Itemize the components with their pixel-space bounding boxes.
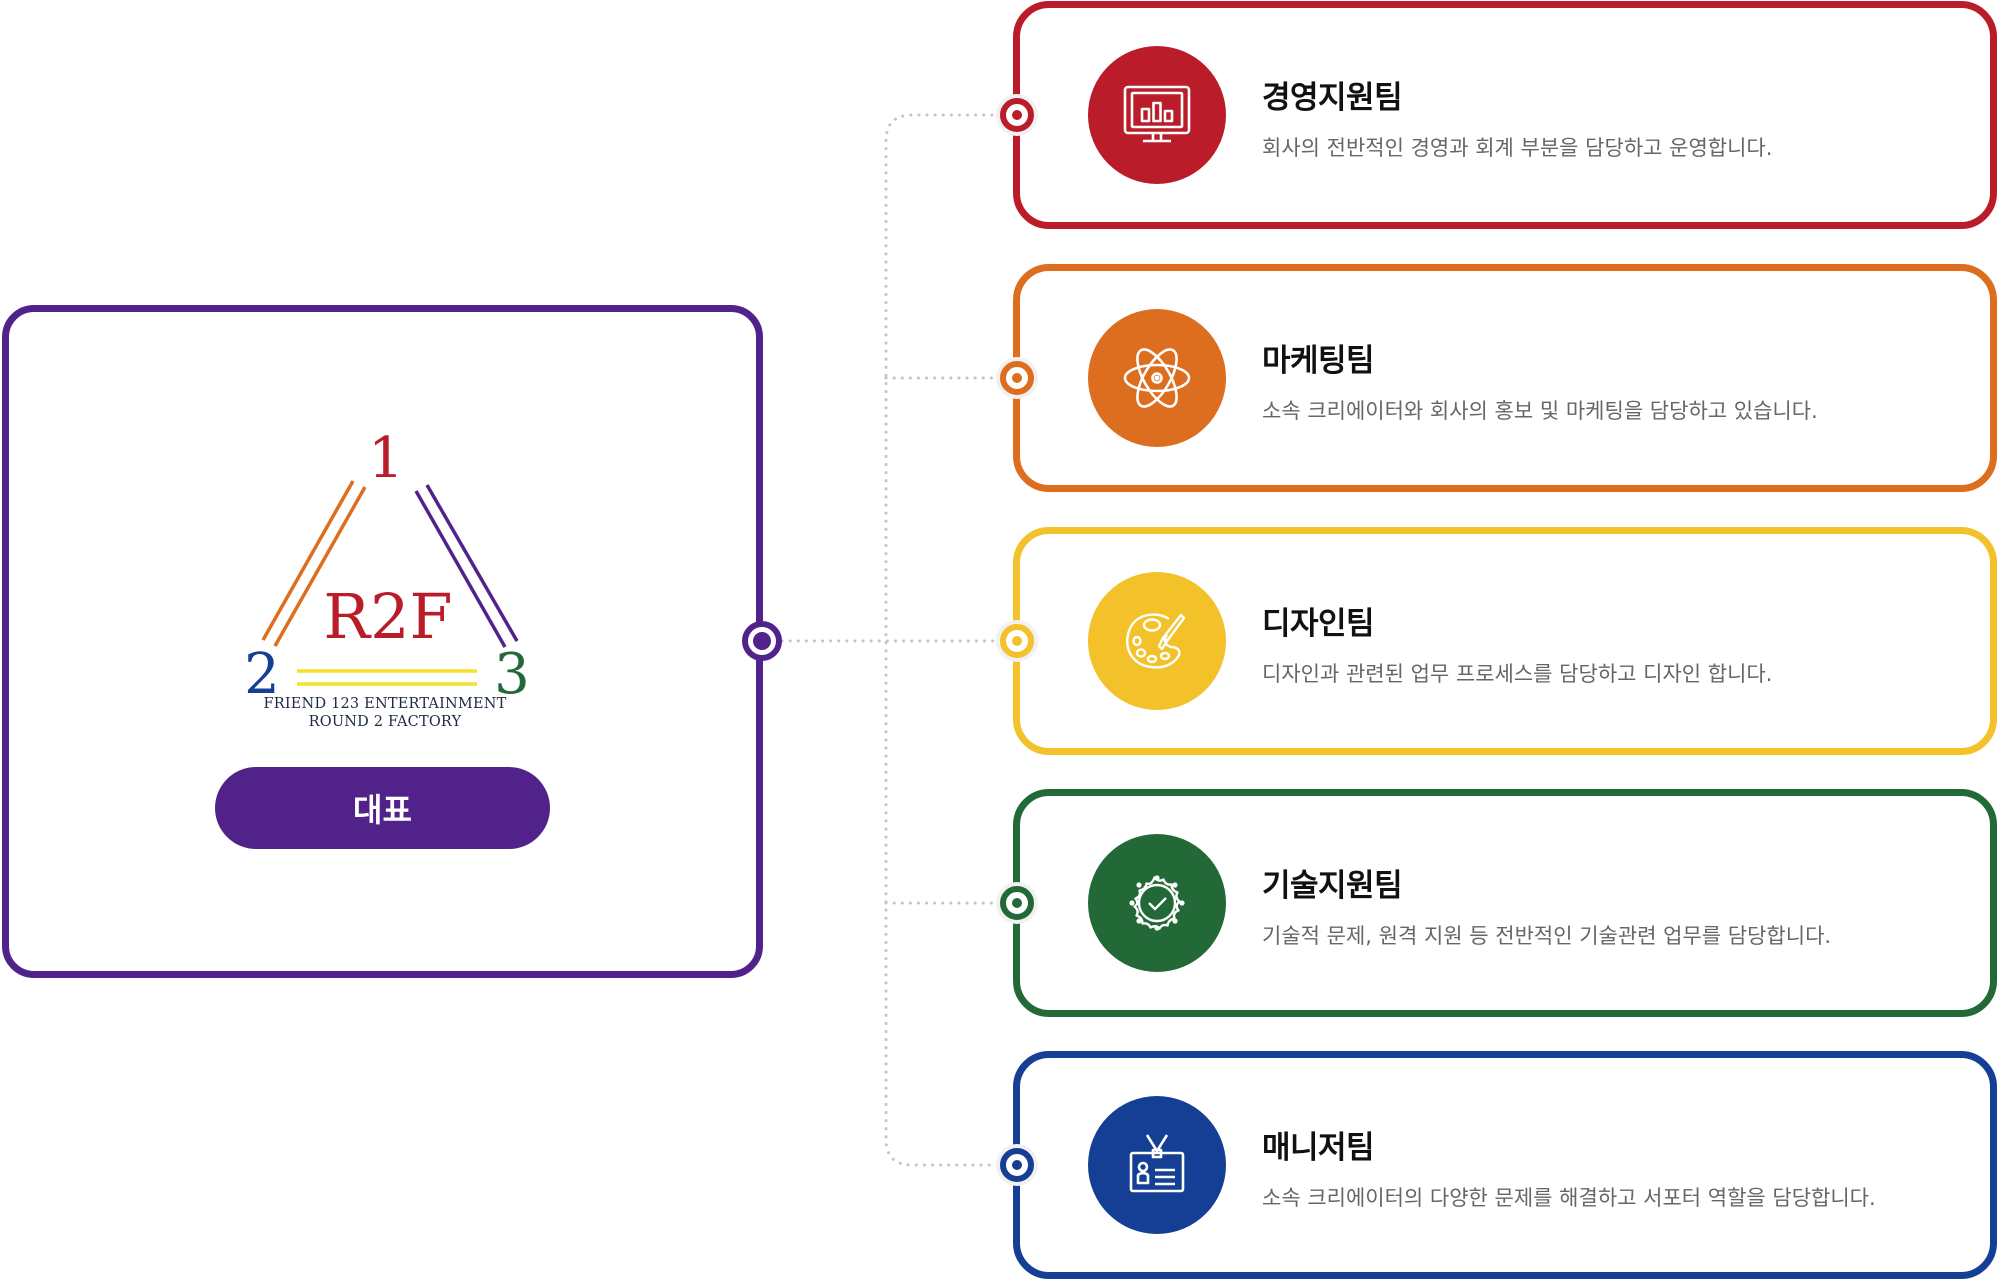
ceo-connector-node xyxy=(742,621,782,661)
team-title-management: 경영지원팀 xyxy=(1262,80,1403,116)
team-description-marketing: 소속 크리에이터와 회사의 홍보 및 마케팅을 담당하고 있습니다. xyxy=(1262,399,1818,423)
ceo-button[interactable]: 대표 xyxy=(215,767,550,849)
team-title-marketing: 마케팅팀 xyxy=(1262,343,1375,379)
team-title-design: 디자인팀 xyxy=(1262,606,1375,642)
team-description-management: 회사의 전반적인 경영과 회계 부분을 담당하고 운영합니다. xyxy=(1262,136,1773,160)
logo-caption-line1: FRIEND 123 ENTERTAINMENT xyxy=(263,696,507,712)
team-title-manager: 매니저팀 xyxy=(1262,1130,1375,1166)
team-connector-node xyxy=(1000,361,1034,395)
team-connector-node xyxy=(1000,98,1034,132)
team-title-tech-support: 기술지원팀 xyxy=(1262,868,1403,904)
ceo-card xyxy=(2,305,763,978)
logo-number-2: 2 xyxy=(244,642,280,707)
logo-number-3: 3 xyxy=(494,642,530,707)
team-description-tech-support: 기술적 문제, 원격 지원 등 전반적인 기술관련 업무를 담당합니다. xyxy=(1262,924,1832,948)
logo-caption-line2: ROUND 2 FACTORY xyxy=(308,714,462,730)
r2f-logo: 1 2 3 R2F xyxy=(240,425,540,745)
logo-caption: FRIEND 123 ENTERTAINMENT ROUND 2 FACTORY xyxy=(180,695,590,731)
badge-check-icon xyxy=(1088,834,1226,972)
team-connector-node xyxy=(1000,886,1034,920)
team-description-design: 디자인과 관련된 업무 프로세스를 담당하고 디자인 합니다. xyxy=(1262,662,1773,686)
palette-icon xyxy=(1088,572,1226,710)
id-card-icon xyxy=(1088,1096,1226,1234)
team-description-manager: 소속 크리에이터의 다양한 문제를 해결하고 서포터 역할을 담당합니다. xyxy=(1262,1186,1876,1210)
team-connector-node xyxy=(1000,624,1034,658)
monitor-chart-icon xyxy=(1088,46,1226,184)
atom-icon xyxy=(1088,309,1226,447)
team-connector-node xyxy=(1000,1148,1034,1182)
logo-r2f: R2F xyxy=(323,580,452,653)
logo-number-1: 1 xyxy=(368,426,404,491)
